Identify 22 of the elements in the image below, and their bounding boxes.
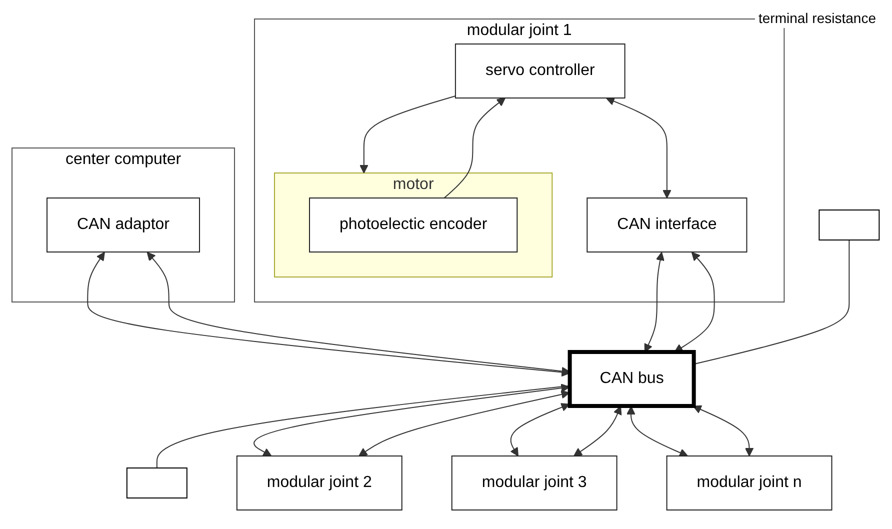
node-box: CAN bus — [568, 350, 696, 408]
node-box: modular joint 2 — [236, 455, 403, 510]
arrow — [644, 252, 665, 352]
node-box: modular joint n — [666, 455, 833, 510]
arrow — [444, 98, 506, 198]
node-box — [819, 210, 880, 240]
arrow — [510, 403, 570, 456]
arrow — [626, 406, 688, 457]
node-box: servo controller — [455, 44, 626, 98]
connector — [156, 385, 571, 468]
node-box: CAN interface — [587, 198, 748, 252]
arrow — [674, 252, 716, 352]
arrow — [358, 390, 570, 456]
arrow — [254, 384, 570, 456]
arrow — [360, 95, 456, 174]
node-box: modular joint 3 — [452, 455, 618, 510]
arrow — [693, 405, 754, 456]
arrow — [574, 406, 622, 456]
node-box: photoelectic encoder — [309, 198, 518, 252]
node-box — [126, 467, 188, 498]
node-box: CAN adaptor — [46, 198, 200, 252]
arrow — [606, 97, 672, 198]
